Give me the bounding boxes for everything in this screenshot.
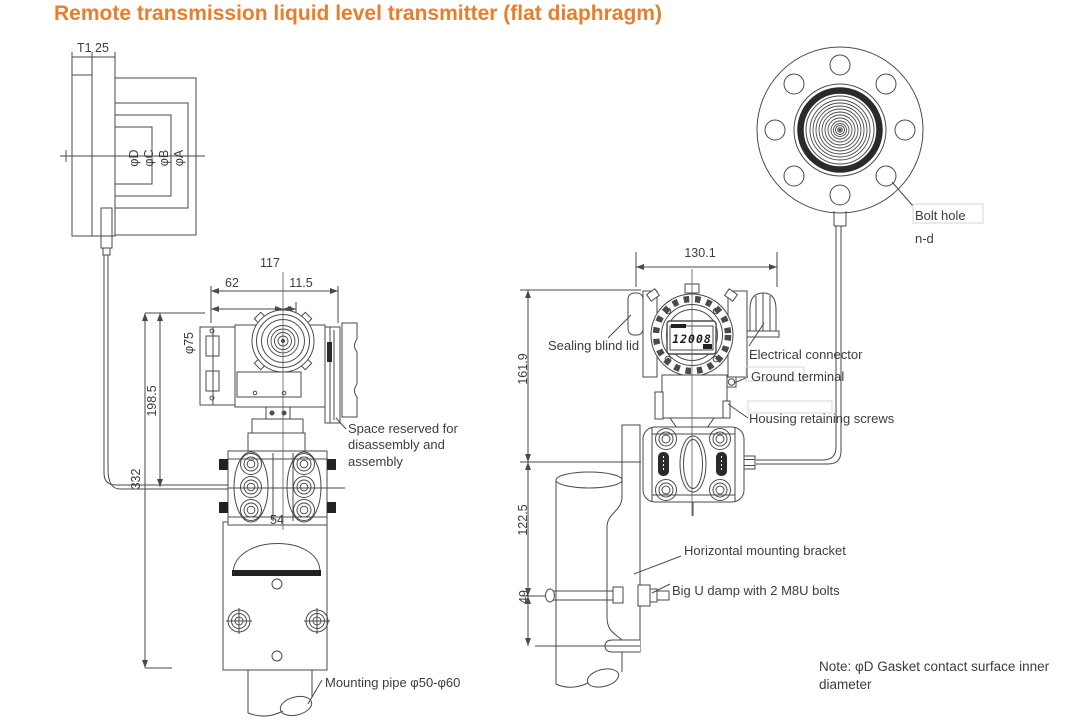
dim-phi-c: φC (142, 149, 157, 167)
dim-phi-b: φB (157, 149, 172, 167)
horizontal-mounting-bracket-label: Horizontal mounting bracket (684, 543, 846, 558)
sealing-blind-lid-shape (627, 292, 644, 336)
ground-terminal-label: Ground terminal (751, 369, 845, 384)
bolt-hole-label: Bolt hole n-d (915, 208, 966, 246)
left-sensor-drawing (219, 406, 347, 717)
mounting-bracket-shape (606, 424, 641, 653)
dim-t1: T1 (77, 41, 92, 55)
note-text: Note: φD Gasket contact surface inner di… (819, 659, 1050, 693)
page-title: Remote transmission liquid level transmi… (54, 2, 662, 25)
flange-front-drawing (756, 46, 984, 227)
dim-49: 49 (517, 590, 532, 604)
dim-130-1: 130.1 (684, 246, 716, 261)
housing-screws-leader-line (727, 403, 749, 419)
dim-phi-d: φD (127, 149, 142, 167)
bracket-leader-line (633, 555, 682, 575)
u-bolt-leader-line (651, 583, 671, 594)
right-dimensions (520, 252, 833, 647)
dim-62: 62 (225, 276, 239, 291)
centerlines (282, 269, 693, 530)
right-mounting-drawing (545, 424, 670, 688)
space-reserved-leader-line (335, 417, 347, 430)
big-u-clamp-label: Big U damp with 2 M8U bolts (672, 583, 840, 598)
mounting-pipe-leader-line (307, 679, 323, 705)
dim-198-5: 198.5 (145, 385, 160, 417)
dim-phi-a: φA (172, 149, 187, 167)
flange-section-drawing (60, 52, 228, 490)
bolt-hole-leader-line (891, 181, 914, 207)
dim-122-5: 122.5 (516, 504, 531, 536)
electrical-connector-leader-line (748, 322, 765, 347)
dim-54: 54 (270, 513, 284, 528)
dim-332: 332 (129, 468, 144, 490)
dim-161-9: 161.9 (516, 353, 531, 385)
sealing-lid-leader-line (607, 314, 632, 339)
sealing-blind-lid-label: Sealing blind lid (548, 338, 640, 353)
dim-11-5: 11.5 (289, 276, 313, 291)
dim-25: 25 (95, 41, 109, 55)
electrical-connector-label: Electrical connector (749, 347, 863, 362)
dim-phi-75: φ75 (182, 331, 197, 355)
lcd-display-value: 12008 (672, 332, 712, 346)
dim-117: 117 (260, 256, 280, 271)
mounting-pipe-label: Mounting pipe φ50-φ60 (325, 675, 461, 690)
space-reserved-label: Space reserved for disassembly and assem… (348, 421, 458, 469)
housing-retaining-screws-label: Housing retaining screws (749, 411, 895, 426)
